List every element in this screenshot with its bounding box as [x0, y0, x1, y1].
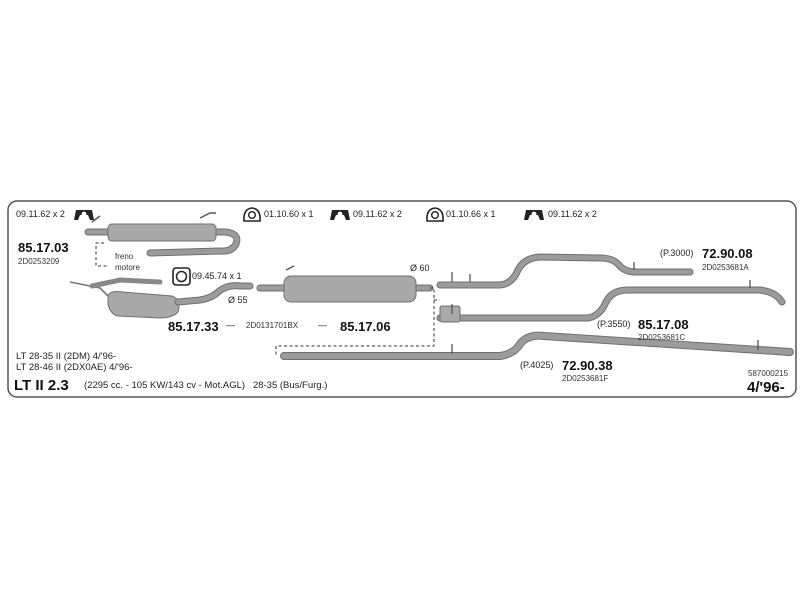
vehicle-line-2: LT 28-46 II (2DX0AE) 4/'96- — [16, 362, 133, 373]
cat-dash: — — [226, 320, 235, 330]
rear-f-position: (P.4025) — [520, 360, 554, 370]
vehicle-line-1: LT 28-35 II (2DM) 4/'96- — [16, 351, 117, 362]
rear-c-position: (P.3550) — [597, 319, 631, 329]
rear-a-position: (P.3000) — [660, 248, 694, 258]
rear-a-part-number: 72.90.08 — [702, 246, 753, 261]
vehicle-model: LT II 2.3 — [14, 377, 69, 394]
gasket-code: 09.45.74 x 1 — [192, 271, 242, 281]
accessory-code-5: 09.11.62 x 2 — [548, 209, 597, 219]
flange-gasket-icon — [172, 267, 191, 286]
rear-c-oem-code: 2D0253681C — [638, 333, 686, 342]
accessory-code-4: 01.10.66 x 1 — [446, 209, 496, 219]
ring-gasket-icon — [426, 207, 444, 222]
middle-dash: — — [318, 320, 327, 330]
hanger-clamp-icon — [330, 210, 350, 220]
brake-connector-line — [95, 242, 108, 267]
accessory-code-3: 09.11.62 x 2 — [353, 209, 402, 219]
vehicle-specs: (2295 cc. - 105 KW/143 cv - Mot.AGL) 28-… — [84, 380, 328, 391]
motore-label: motore — [115, 263, 140, 272]
model-date: 4/'96- — [747, 379, 785, 396]
accessory-code-1: 09.11.62 x 2 — [16, 209, 65, 219]
cat-part-number: 85.17.33 — [168, 319, 219, 334]
front-oem-code: 2D0253209 — [18, 257, 60, 266]
middle-silencer-part — [256, 265, 434, 303]
rear-connector-line — [275, 287, 440, 356]
rear-pipe-f-part — [280, 331, 794, 360]
front-pipe-part — [84, 212, 241, 257]
accessory-code-2: 01.10.60 x 1 — [264, 209, 314, 219]
middle-part-number: 85.17.06 — [340, 319, 391, 334]
rear-f-oem-code: 2D0253681F — [562, 374, 609, 383]
rear-pipe-c-part — [436, 280, 786, 323]
diameter-55-label: Ø 55 — [228, 295, 248, 305]
rear-c-part-number: 85.17.08 — [638, 317, 689, 332]
reference-number: 587000215 — [748, 369, 789, 378]
ring-gasket-icon — [243, 207, 261, 222]
rear-pipe-a-part — [436, 253, 694, 289]
cat-oem-code: 2D0131701BX — [246, 321, 299, 330]
freno-label: freno — [115, 252, 134, 261]
front-part-number: 85.17.03 — [18, 240, 69, 255]
hanger-clamp-icon — [74, 210, 94, 220]
catalytic-converter-part — [69, 277, 254, 319]
rear-a-oem-code: 2D0253681A — [702, 263, 749, 272]
hanger-clamp-icon — [524, 210, 544, 220]
rear-f-part-number: 72.90.38 — [562, 358, 613, 373]
diameter-60-label: Ø 60 — [410, 263, 430, 273]
